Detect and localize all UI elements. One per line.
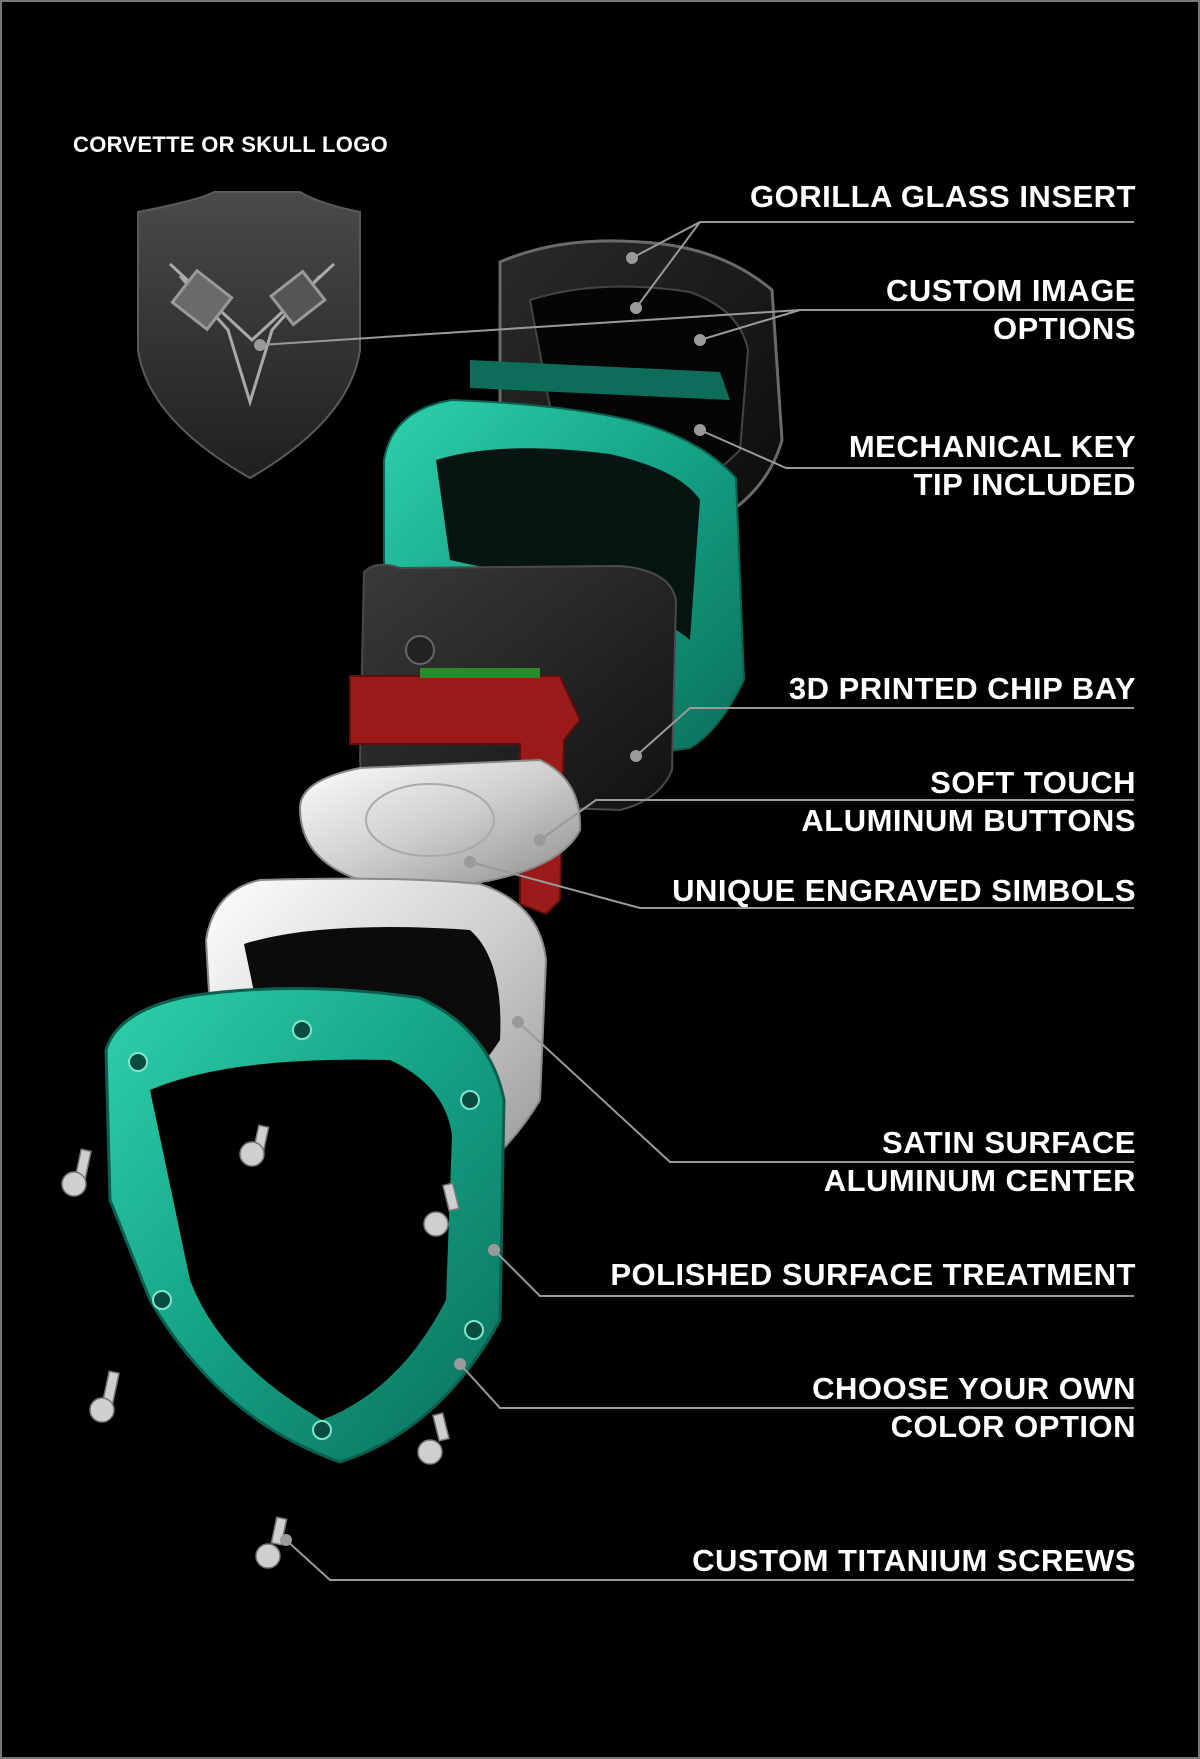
corvette-flags-emblem [168, 262, 336, 408]
leader-lines [254, 221, 1134, 1581]
label-satin-surface-aluminum-center: SATIN SURFACE ALUMINUM CENTER [824, 1124, 1136, 1200]
teal-outer-bezel [104, 987, 506, 1464]
label-line: 3D PRINTED CHIP BAY [788, 671, 1136, 706]
label-mechanical-key-tip: MECHANICAL KEY TIP INCLUDED [849, 428, 1136, 504]
label-unique-engraved-simbols: UNIQUE ENGRAVED SIMBOLS [672, 872, 1136, 910]
label-line: SOFT TOUCH [930, 765, 1136, 800]
label-line: COLOR OPTION [890, 1409, 1136, 1444]
titanium-screws [61, 1124, 460, 1569]
screw-icon [255, 1516, 288, 1569]
label-line: GORILLA GLASS INSERT [749, 179, 1136, 214]
screw-icon [239, 1124, 270, 1167]
bezel-screw-holes [128, 1020, 484, 1440]
label-soft-touch-aluminum-buttons: SOFT TOUCH ALUMINUM BUTTONS [801, 764, 1136, 840]
label-choose-color-option: CHOOSE YOUR OWN COLOR OPTION [812, 1370, 1136, 1446]
label-3d-printed-chip-bay: 3D PRINTED CHIP BAY [789, 670, 1136, 708]
screw-icon [417, 1412, 450, 1465]
label-line: TIP INCLUDED [913, 467, 1136, 502]
label-line: OPTIONS [992, 311, 1136, 346]
logo-caption: CORVETTE OR SKULL LOGO [73, 132, 389, 157]
screw-icon [89, 1370, 120, 1423]
label-custom-image-options: CUSTOM IMAGE OPTIONS [886, 272, 1136, 348]
label-line: CUSTOM TITANIUM SCREWS [692, 1543, 1136, 1578]
label-line: CHOOSE YOUR OWN [812, 1371, 1136, 1406]
label-line: SATIN SURFACE [882, 1125, 1136, 1160]
label-custom-titanium-screws: CUSTOM TITANIUM SCREWS [692, 1542, 1136, 1580]
label-line: POLISHED SURFACE TREATMENT [610, 1257, 1136, 1292]
aluminum-buttons-part [298, 758, 582, 886]
screw-icon [61, 1148, 92, 1197]
screw-icon [423, 1182, 460, 1237]
label-line: UNIQUE ENGRAVED SIMBOLS [672, 873, 1136, 908]
label-line: MECHANICAL KEY [848, 429, 1136, 464]
label-line: ALUMINUM BUTTONS [801, 803, 1136, 838]
label-gorilla-glass-insert: GORILLA GLASS INSERT [750, 178, 1136, 216]
logo-shield [137, 191, 361, 480]
label-polished-surface-treatment: POLISHED SURFACE TREATMENT [610, 1256, 1136, 1294]
label-line: CUSTOM IMAGE [886, 273, 1136, 308]
label-line: ALUMINUM CENTER [823, 1163, 1136, 1198]
